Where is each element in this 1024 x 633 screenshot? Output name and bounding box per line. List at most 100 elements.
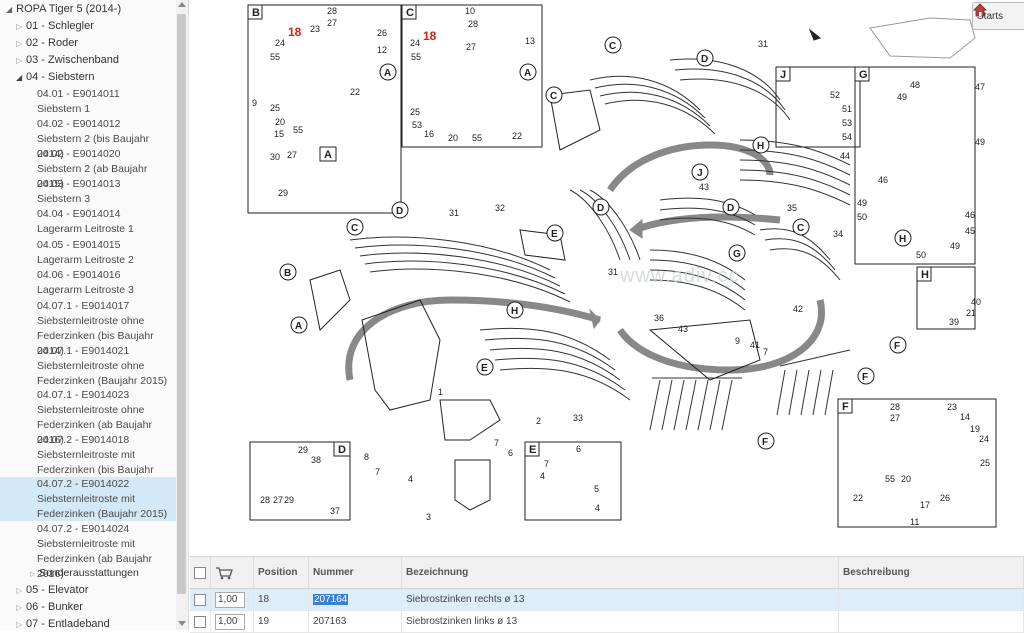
svg-text:B: B xyxy=(284,268,291,279)
cell-position: 18 xyxy=(253,588,309,611)
svg-text:33: 33 xyxy=(573,413,583,423)
svg-text:28: 28 xyxy=(260,495,270,505)
svg-text:32: 32 xyxy=(495,203,505,213)
scroll-up-icon[interactable] xyxy=(178,2,186,7)
svg-text:15: 15 xyxy=(274,129,284,139)
cell-nummer[interactable]: 207163 xyxy=(308,610,402,633)
cell-beschreibung xyxy=(838,588,1024,611)
diagram-drawing: B C A J G H D E F A A C D C H J D D D C … xyxy=(247,4,997,528)
svg-text:31: 31 xyxy=(608,267,618,277)
part-number[interactable]: 207164 xyxy=(313,594,349,605)
sidebar-scrollbar[interactable] xyxy=(176,0,189,630)
expand-icon[interactable]: ▷ xyxy=(16,22,23,31)
exploded-parts-diagram[interactable]: B C A J G H D E F A A C D C H J D D D C … xyxy=(190,0,1024,555)
expand-icon[interactable]: ▷ xyxy=(16,586,23,595)
svg-text:21: 21 xyxy=(966,308,976,318)
svg-text:19: 19 xyxy=(970,424,980,434)
tree-node-entladeband[interactable]: ▷07 - Entladeband xyxy=(16,618,110,630)
qty-cell: 1,00 xyxy=(210,610,254,633)
svg-text:42: 42 xyxy=(793,304,803,314)
scroll-down-icon[interactable] xyxy=(178,621,186,626)
svg-text:H: H xyxy=(511,306,518,317)
row-checkbox[interactable] xyxy=(194,615,206,628)
svg-text:C: C xyxy=(351,223,358,234)
select-all-checkbox[interactable] xyxy=(194,566,206,579)
tree-node-elevator[interactable]: ▷05 - Elevator xyxy=(16,584,89,596)
svg-text:43: 43 xyxy=(678,324,688,334)
tree-node-sonderausstattungen[interactable]: ▷Sonderausstattungen xyxy=(30,567,139,579)
cell-bezeichnung: Siebrostzinken rechts ø 13 xyxy=(401,588,839,611)
svg-text:24: 24 xyxy=(979,434,989,444)
quantity-input[interactable]: 1,00 xyxy=(215,613,245,630)
tree-root[interactable]: ◢ROPA Tiger 5 (2014-) xyxy=(6,3,122,15)
tree-node-schlegler[interactable]: ▷01 - Schlegler xyxy=(16,20,94,32)
column-position[interactable]: Position xyxy=(253,557,309,589)
svg-text:55: 55 xyxy=(472,133,482,143)
tree-node-bunker[interactable]: ▷06 - Bunker xyxy=(16,601,83,613)
column-beschreibung[interactable]: Beschreibung xyxy=(838,557,1024,589)
inset-label-h: H xyxy=(921,269,929,281)
tree-node-roder[interactable]: ▷02 - Roder xyxy=(16,37,78,49)
svg-text:7: 7 xyxy=(375,467,380,477)
collapse-icon[interactable]: ◢ xyxy=(16,73,23,82)
cell-bezeichnung: Siebrostzinken links ø 13 xyxy=(401,610,839,633)
column-bezeichnung[interactable]: Bezeichnung xyxy=(401,557,839,589)
svg-text:4: 4 xyxy=(595,503,600,513)
svg-text:30: 30 xyxy=(270,152,280,162)
collapse-icon[interactable]: ◢ xyxy=(6,5,13,14)
tree-node-siebstern[interactable]: ◢04 - Siebstern xyxy=(16,71,95,83)
table-row[interactable]: 1,00 19 207163 Siebrostzinken links ø 13 xyxy=(190,610,1024,633)
expand-icon[interactable]: ▷ xyxy=(16,39,23,48)
row-checkbox[interactable] xyxy=(194,593,206,606)
svg-text:48: 48 xyxy=(910,80,920,90)
home-icon xyxy=(973,3,987,17)
cell-position: 19 xyxy=(253,610,309,633)
svg-text:22: 22 xyxy=(350,87,360,97)
expand-icon[interactable]: ▷ xyxy=(16,620,23,629)
select-all-column xyxy=(190,557,211,589)
svg-text:J: J xyxy=(697,168,703,179)
cart-icon[interactable] xyxy=(215,566,233,580)
expand-icon[interactable]: ▷ xyxy=(16,56,23,65)
svg-text:F: F xyxy=(762,437,768,448)
svg-text:23: 23 xyxy=(310,24,320,34)
expand-icon[interactable]: ▷ xyxy=(16,603,23,612)
svg-text:F: F xyxy=(862,372,868,383)
start-button[interactable]: Starts xyxy=(972,2,1024,30)
svg-text:22: 22 xyxy=(853,493,863,503)
svg-text:38: 38 xyxy=(311,455,321,465)
table-row[interactable]: 1,00 18 207164 Siebrostzinken rechts ø 1… xyxy=(190,588,1024,611)
svg-text:44: 44 xyxy=(840,151,850,161)
tree-node-zwischenband[interactable]: ▷03 - Zwischenband xyxy=(16,54,119,66)
svg-text:1: 1 xyxy=(438,387,443,397)
svg-text:39: 39 xyxy=(949,317,959,327)
svg-text:29: 29 xyxy=(284,495,294,505)
svg-text:49: 49 xyxy=(857,198,867,208)
parts-table: Position Nummer Bezeichnung Beschreibung… xyxy=(190,556,1024,633)
svg-text:27: 27 xyxy=(890,413,900,423)
scrollbar-thumb[interactable] xyxy=(177,14,186,594)
svg-text:55: 55 xyxy=(411,52,421,62)
svg-text:11: 11 xyxy=(910,517,919,527)
svg-text:6: 6 xyxy=(508,448,513,458)
expand-icon[interactable]: ▷ xyxy=(30,571,36,578)
svg-text:46: 46 xyxy=(878,175,888,185)
column-nummer[interactable]: Nummer xyxy=(308,557,402,589)
quantity-input[interactable]: 1,00 xyxy=(215,591,245,608)
svg-text:24: 24 xyxy=(410,38,420,48)
svg-text:47: 47 xyxy=(975,82,985,92)
callout-18-c: 18 xyxy=(423,29,437,43)
svg-text:36: 36 xyxy=(654,313,664,323)
